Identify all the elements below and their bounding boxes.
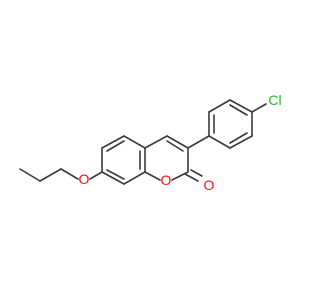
chlorine-label: Cl [268,92,281,108]
bond-c7-c8 [101,171,125,185]
carbonyl-oxygen-label: O [204,177,215,193]
bond-aryl-c3-c4 [229,99,253,113]
chemical-structure-diagram: O O O Cl [19,92,282,193]
bond-c3-aryl [187,135,210,149]
atom-labels: O O O Cl [79,92,282,193]
bond-aryl-c6-c1 [208,135,231,149]
bond-c2-carbonyl-oxygen-a [184,173,199,182]
bond-c5-c6-inner [106,140,125,152]
bond-propyl-c3-oxygen [60,168,79,180]
bond-aryl-chlorine [251,103,267,113]
ether-oxygen-label: O [79,171,90,187]
bond-c2-carbonyl-oxygen-b [190,169,203,177]
bond-c7-c8-inner [106,169,125,180]
bond-propyl-c1-c2 [19,168,41,182]
bond-c4a-c5 [123,135,146,149]
bond-c8a-ring-oxygen [144,171,161,181]
bond-aryl-c3-c4-inner [229,104,248,116]
bond-ring-oxygen-c2 [171,171,189,181]
bond-c5-c6 [101,135,125,149]
bond-aryl-c2-c3 [208,99,231,113]
bond-c3-c4-inner [166,140,184,152]
ring-oxygen-label: O [161,172,172,188]
bond-c3-c4 [166,135,189,149]
bond-lines [19,99,267,185]
bond-propyl-c2-c3 [39,168,62,182]
bond-aryl-c5-c6-inner [229,132,248,144]
bond-oxygen-c7 [89,171,103,180]
bond-c4-c4a [144,135,168,149]
bond-aryl-c5-c6 [229,135,253,149]
bond-c8-c8a [123,171,146,185]
